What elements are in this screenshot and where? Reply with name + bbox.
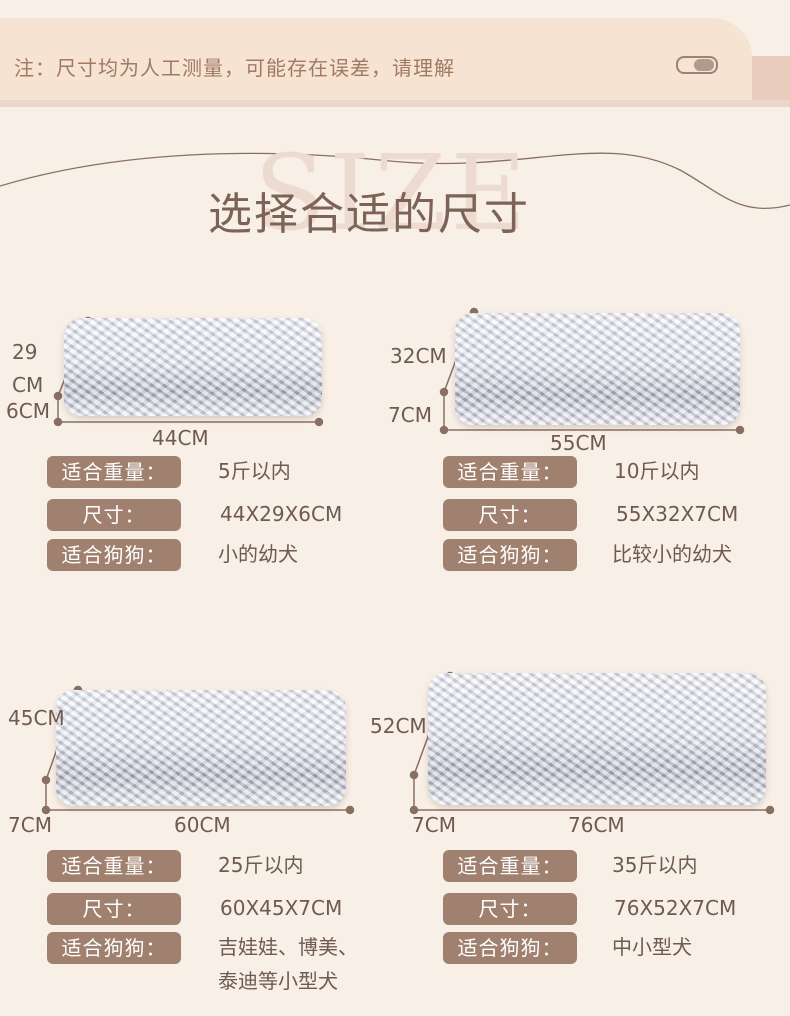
notice-bar [0, 18, 752, 100]
dog-type-value-line2: 泰迪等小型犬 [218, 969, 338, 993]
height-label: 45CM [8, 706, 65, 730]
weight-label-pill: 适合重量： [443, 456, 577, 488]
size-value: 44X29X6CM [220, 502, 343, 526]
length-label: 44CM [152, 426, 209, 450]
thickness-label: 7CM [388, 403, 432, 427]
weight-value: 10斤以内 [614, 459, 700, 483]
height-unit-label: CM [12, 373, 44, 397]
length-label: 60CM [174, 813, 231, 837]
dog-type-value: 中小型犬 [612, 935, 692, 959]
notice-bar-strip [0, 100, 790, 107]
weight-label-pill: 适合重量： [47, 850, 181, 882]
length-label: 76CM [568, 813, 625, 837]
size-label-pill: 尺寸： [443, 499, 577, 531]
weight-value: 5斤以内 [218, 459, 291, 483]
weight-value: 25斤以内 [218, 853, 304, 877]
thickness-label: 6CM [6, 399, 50, 423]
thickness-label: 7CM [8, 813, 52, 837]
size-label-pill: 尺寸： [47, 499, 181, 531]
weight-label-pill: 适合重量： [443, 850, 577, 882]
pet-bed-image [56, 690, 346, 806]
notice-bar-shadow [752, 56, 790, 100]
dog-type-label-pill: 适合狗狗： [443, 932, 577, 964]
size-value: 76X52X7CM [614, 896, 737, 920]
dog-type-value: 小的幼犬 [218, 542, 298, 566]
size-label-pill: 尺寸： [47, 893, 181, 925]
dog-type-label-pill: 适合狗狗： [47, 539, 181, 571]
weight-label-pill: 适合重量： [47, 456, 181, 488]
size-value: 60X45X7CM [220, 896, 343, 920]
height-label: 32CM [390, 344, 447, 368]
height-label: 52CM [370, 714, 427, 738]
dog-type-value: 比较小的幼犬 [612, 542, 732, 566]
page-title: 选择合适的尺寸 [208, 189, 530, 240]
dog-type-label-pill: 适合狗狗： [443, 539, 577, 571]
dog-type-label-pill: 适合狗狗： [47, 932, 181, 964]
notice-text: 注：尺寸均为人工测量，可能存在误差，请理解 [14, 56, 455, 80]
weight-value: 35斤以内 [612, 853, 698, 877]
decorative-wave-line [0, 152, 790, 210]
toggle-switch[interactable] [676, 56, 718, 74]
dog-type-value: 吉娃娃、博美、 [218, 935, 358, 959]
pet-bed-image [64, 318, 322, 416]
height-label: 29 [12, 340, 38, 364]
size-watermark: SIZE [254, 132, 531, 254]
length-label: 55CM [550, 431, 607, 455]
pet-bed-image [455, 313, 740, 425]
size-label-pill: 尺寸： [443, 893, 577, 925]
toggle-knob[interactable] [694, 59, 714, 71]
thickness-label: 7CM [412, 813, 456, 837]
pet-bed-image [428, 673, 766, 805]
size-value: 55X32X7CM [616, 502, 739, 526]
